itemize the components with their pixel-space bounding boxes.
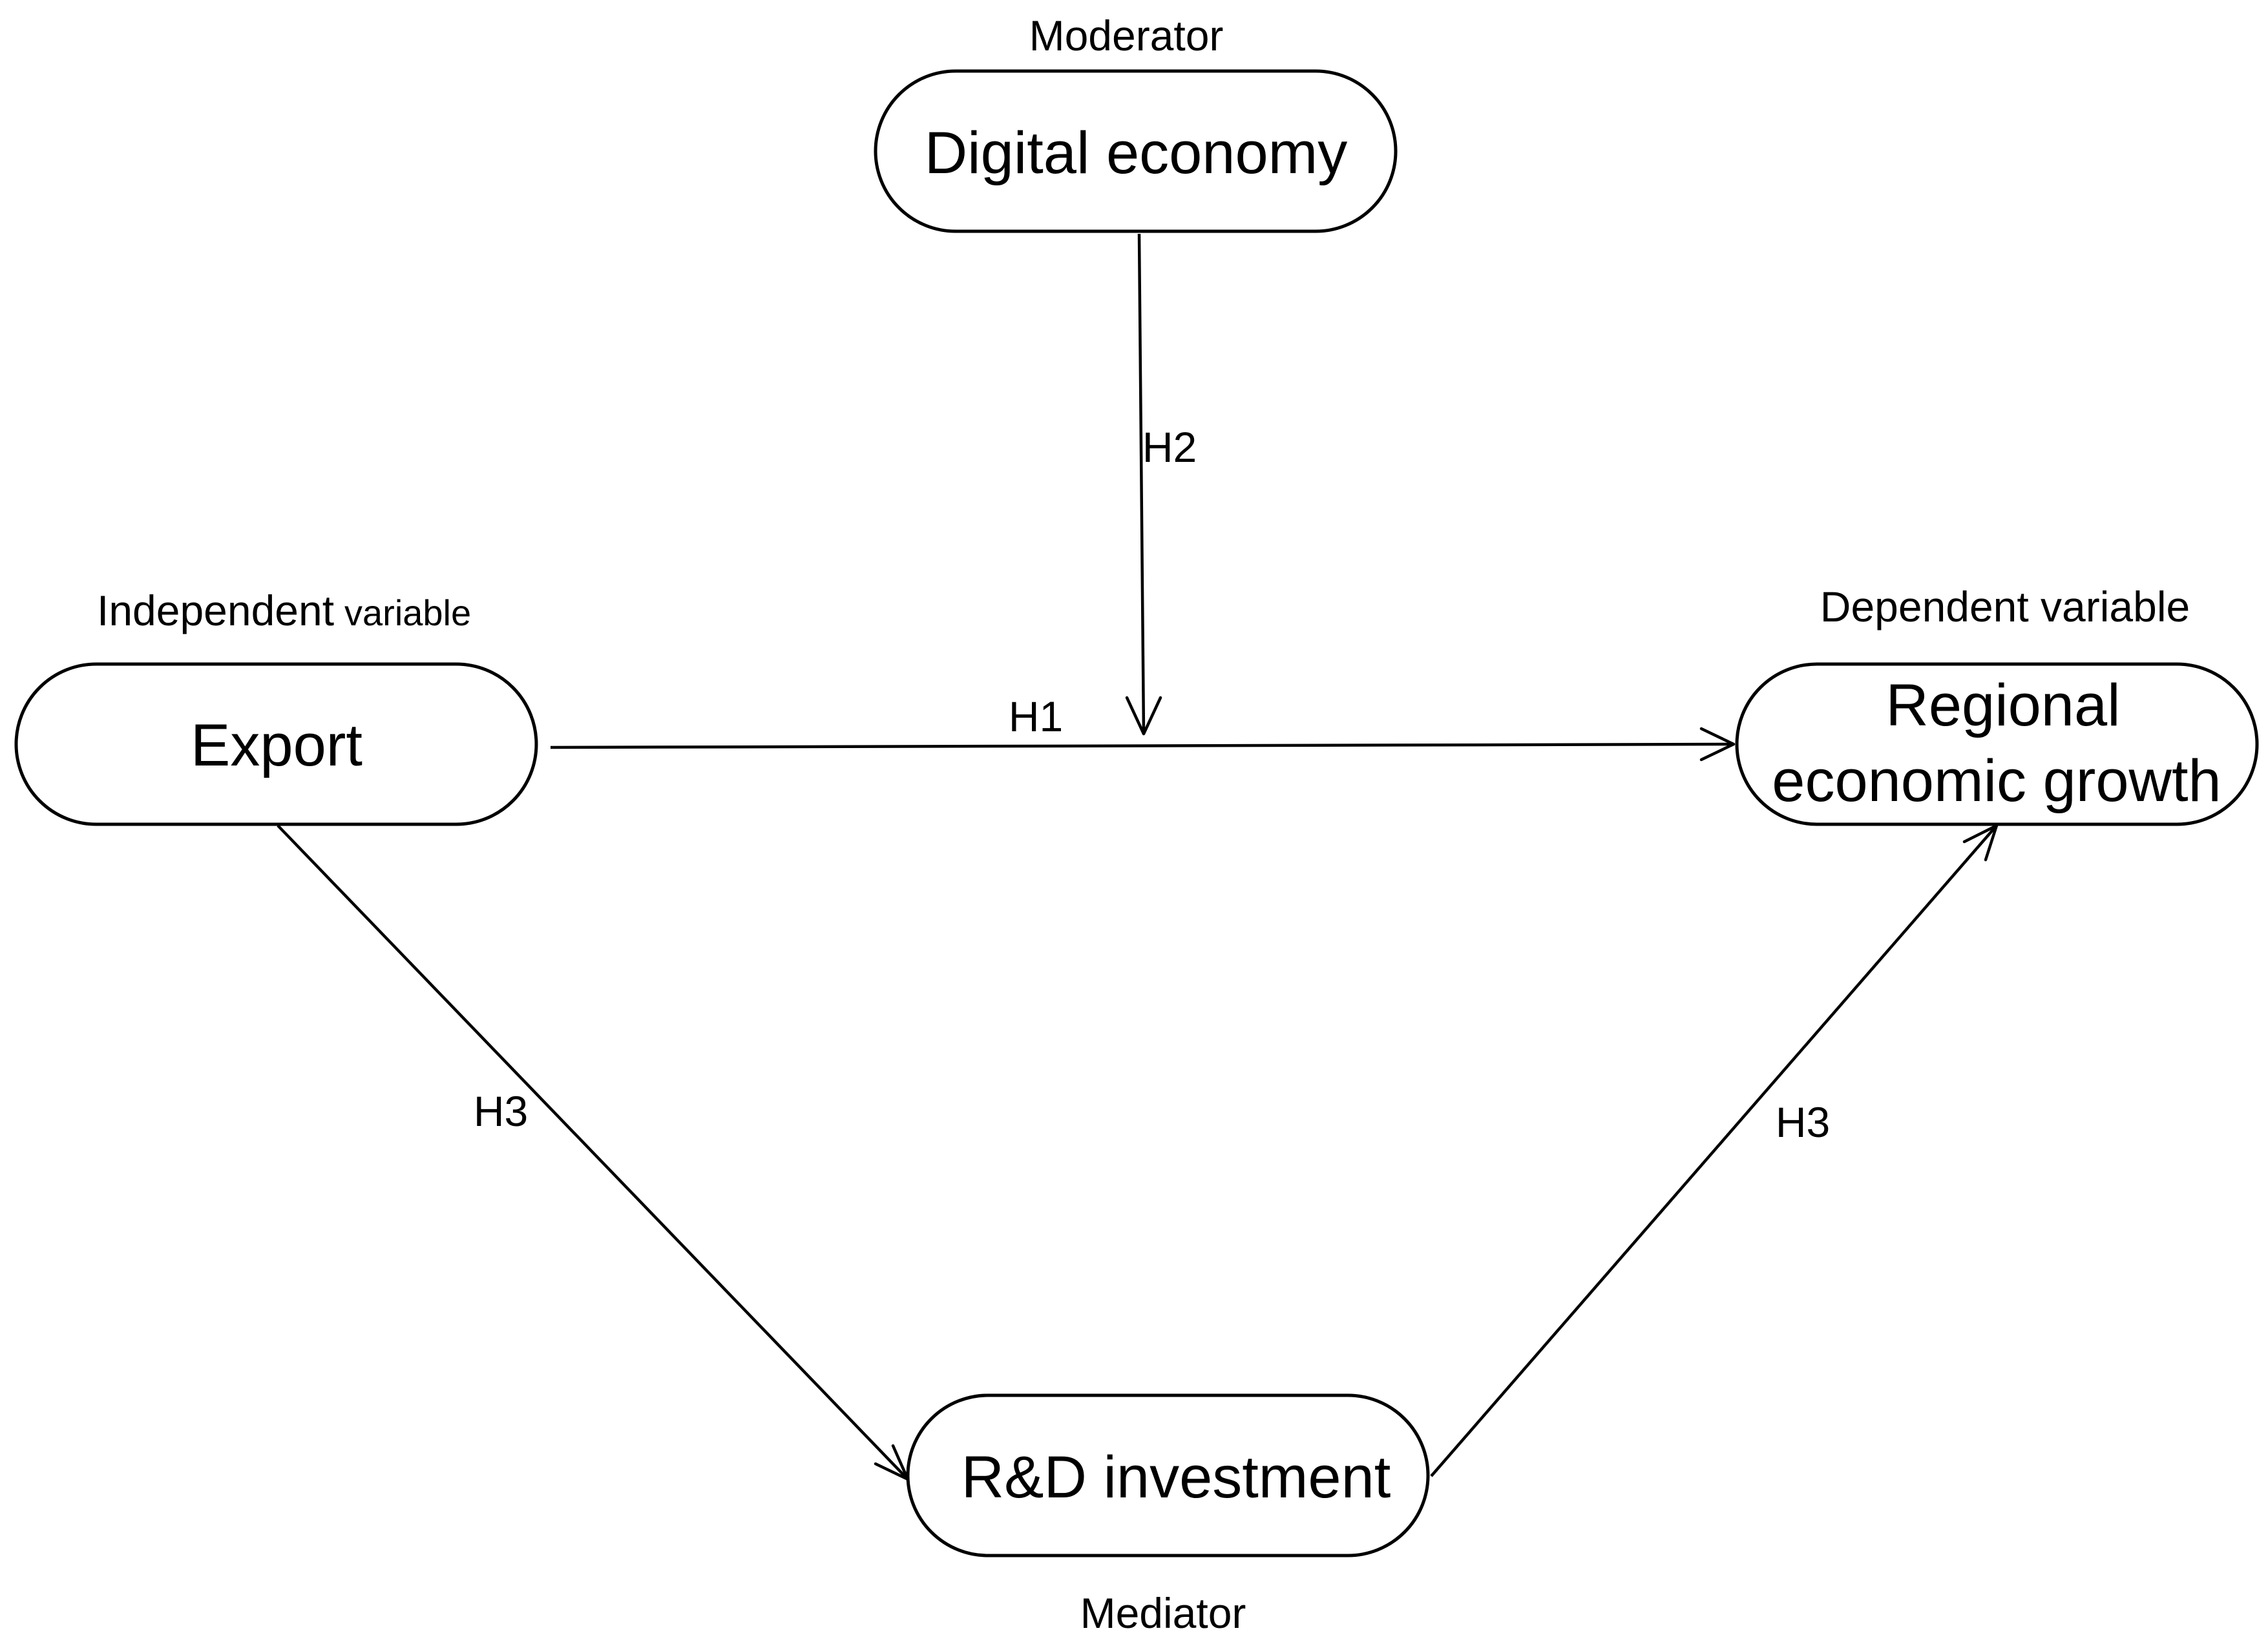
mediator-role-label: Mediator: [1080, 1589, 1246, 1635]
edge-label-h3-left: H3: [474, 1087, 528, 1135]
moderator-role-label: Moderator: [1029, 12, 1224, 59]
dependent-role-label: Dependent variable: [1820, 583, 2190, 630]
regional-growth-node: [1735, 662, 2259, 826]
rd-investment-node: [906, 1393, 1430, 1557]
edge-label-h3-right: H3: [1776, 1098, 1830, 1146]
edge-label-h1: H1: [1009, 693, 1063, 740]
edge-export-to-growth: [550, 727, 1736, 762]
edge-label-h2: H2: [1142, 423, 1197, 471]
edge-export-to-rd: [277, 824, 910, 1481]
edge-rd-to-growth: [1430, 824, 1999, 1477]
edge-digital-to-link: [1125, 233, 1162, 736]
digital-economy-label: Digital economy: [925, 120, 1348, 186]
export-label: Export: [191, 713, 362, 778]
export-node: [14, 662, 538, 826]
regional-growth-label-line2: economic growth: [1772, 748, 2221, 814]
independent-role-suffix: variable: [344, 592, 471, 633]
regional-growth-label-line1: Regional: [1885, 672, 2120, 738]
digital-economy-node: [874, 69, 1398, 233]
independent-role-main: Independent: [97, 587, 334, 634]
rd-investment-label: R&D investment: [961, 1444, 1391, 1510]
